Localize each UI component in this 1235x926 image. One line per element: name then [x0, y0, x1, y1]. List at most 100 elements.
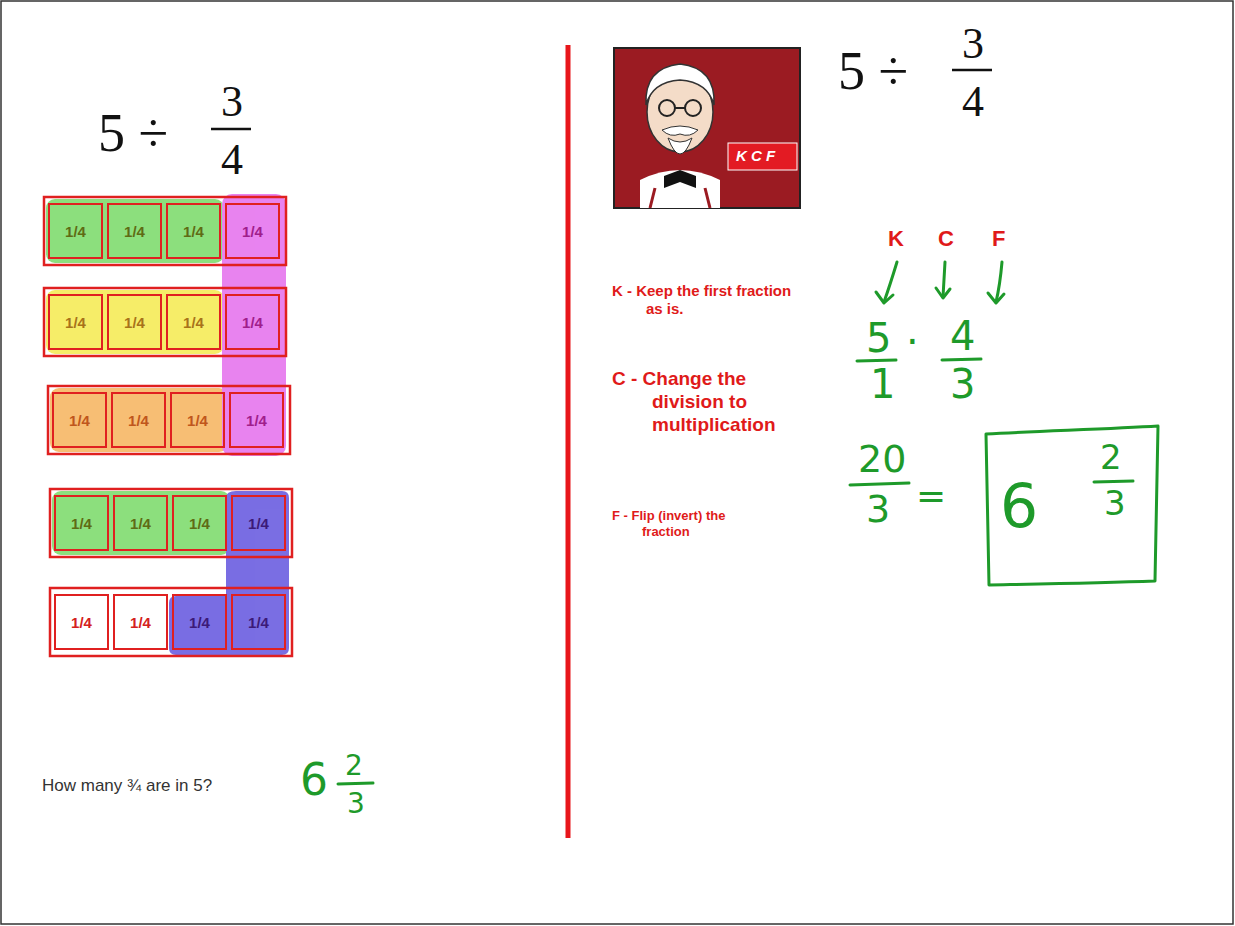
cell-label: 1/4 [183, 314, 204, 331]
step-note: K - Keep the first fraction as is. [612, 282, 806, 318]
fraction-bar [857, 360, 896, 361]
answer-denominator: 3 [347, 790, 365, 818]
arrow-head [988, 293, 1004, 303]
cell-label: 1/4 [69, 412, 90, 429]
logo-text: K C F [736, 148, 775, 163]
cell-label: 1/4 [189, 515, 210, 532]
cell-label: 1/4 [246, 412, 267, 429]
fraction-cell: 1/4 [48, 294, 103, 350]
answer-numerator: 2 [345, 752, 363, 780]
handwriting [338, 262, 1158, 784]
fraction-cell: 1/4 [166, 294, 221, 350]
glasses [659, 100, 675, 116]
step-note: F - Flip (invert) the fraction [612, 508, 752, 539]
logo-banner [728, 143, 797, 170]
highlight-orange [50, 388, 228, 452]
cell-label: 1/4 [183, 223, 204, 240]
fraction-bar [942, 359, 981, 360]
fraction-cell: 1/4 [52, 392, 107, 448]
handwritten-number: 20 [858, 440, 906, 478]
fraction-cell: 1/4 [48, 203, 103, 259]
cell-label: 1/4 [128, 412, 149, 429]
fraction-cell: 1/4 [231, 495, 286, 551]
apron [640, 170, 720, 208]
cell-label: 1/4 [242, 223, 263, 240]
highlight-green [46, 199, 224, 263]
cell-label: 1/4 [71, 515, 92, 532]
fraction-cell: 1/4 [225, 294, 280, 350]
handwritten-number: 6 [1000, 476, 1038, 536]
handwritten-number: 1 [870, 364, 895, 404]
fraction-cell: 1/4 [111, 392, 166, 448]
step-letter: C [938, 228, 954, 250]
fraction-bar-row [44, 197, 286, 265]
cell-label: 1/4 [65, 314, 86, 331]
highlight-yellow [46, 290, 224, 354]
handwritten-operator: = [916, 478, 946, 514]
answer-box [986, 426, 1158, 585]
goatee [668, 138, 692, 154]
expression-dividend: 5 ÷ [98, 106, 168, 160]
fraction-bar [211, 128, 251, 131]
fraction-cell: 1/4 [113, 495, 168, 551]
arrow-head [936, 288, 950, 298]
handwritten-operator: · [906, 322, 919, 362]
logo-illustration [614, 48, 800, 208]
fraction-cell: 1/4 [225, 203, 280, 259]
fraction-cell: 1/4 [54, 594, 109, 650]
fraction-cell: 1/4 [113, 594, 168, 650]
bowtie [664, 170, 696, 188]
expression-dividend: 5 ÷ [838, 44, 908, 98]
cell-label: 1/4 [187, 412, 208, 429]
fraction-bar [1094, 481, 1133, 482]
cell-label: 1/4 [124, 223, 145, 240]
fraction-bar-row [50, 489, 292, 557]
apron-straps [650, 188, 710, 208]
handwritten-number: 3 [950, 364, 975, 404]
cell-label: 1/4 [248, 614, 269, 631]
fraction-denominator: 4 [221, 138, 243, 182]
fraction-bar-row [44, 288, 286, 356]
glasses [685, 100, 701, 116]
handwritten-number: 3 [1104, 486, 1126, 520]
fraction-denominator: 4 [962, 80, 984, 124]
fraction-cell: 1/4 [54, 495, 109, 551]
arrow-head [876, 292, 893, 303]
step-note: C - Change the division to multiplicatio… [612, 368, 802, 436]
logo-background [614, 48, 800, 208]
divider-line [566, 45, 571, 838]
fraction-cell: 1/4 [107, 294, 162, 350]
handwritten-number: 5 [866, 318, 891, 358]
mustache [662, 126, 698, 135]
cell-label: 1/4 [248, 515, 269, 532]
fraction-bar-row [50, 588, 292, 656]
row-outlines [44, 197, 292, 656]
fraction-cell: 1/4 [231, 594, 286, 650]
fraction-cell: 1/4 [172, 495, 227, 551]
answer-whole: 6 [300, 758, 328, 802]
handwritten-number: 2 [1100, 440, 1122, 474]
step-letter: F [992, 228, 1005, 250]
step-letter: K [888, 228, 904, 250]
cell-label: 1/4 [242, 314, 263, 331]
fraction-bar [952, 69, 992, 72]
handwritten-number: 4 [950, 316, 975, 356]
cell-label: 1/4 [124, 314, 145, 331]
fraction-cell: 1/4 [172, 594, 227, 650]
highlight-group [46, 194, 289, 655]
cell-label: 1/4 [71, 614, 92, 631]
fraction-bar [338, 783, 373, 784]
question-text: How many ¾ are in 5? [42, 777, 212, 794]
fraction-bar-row [48, 386, 290, 454]
hair [646, 64, 714, 105]
handwritten-number: 3 [866, 490, 890, 528]
highlight-magenta [222, 194, 286, 456]
fraction-cell: 1/4 [166, 203, 221, 259]
cell-label: 1/4 [189, 614, 210, 631]
cell-label: 1/4 [130, 614, 151, 631]
cell-label: 1/4 [65, 223, 86, 240]
fraction-cell: 1/4 [229, 392, 284, 448]
glasses [675, 107, 685, 109]
